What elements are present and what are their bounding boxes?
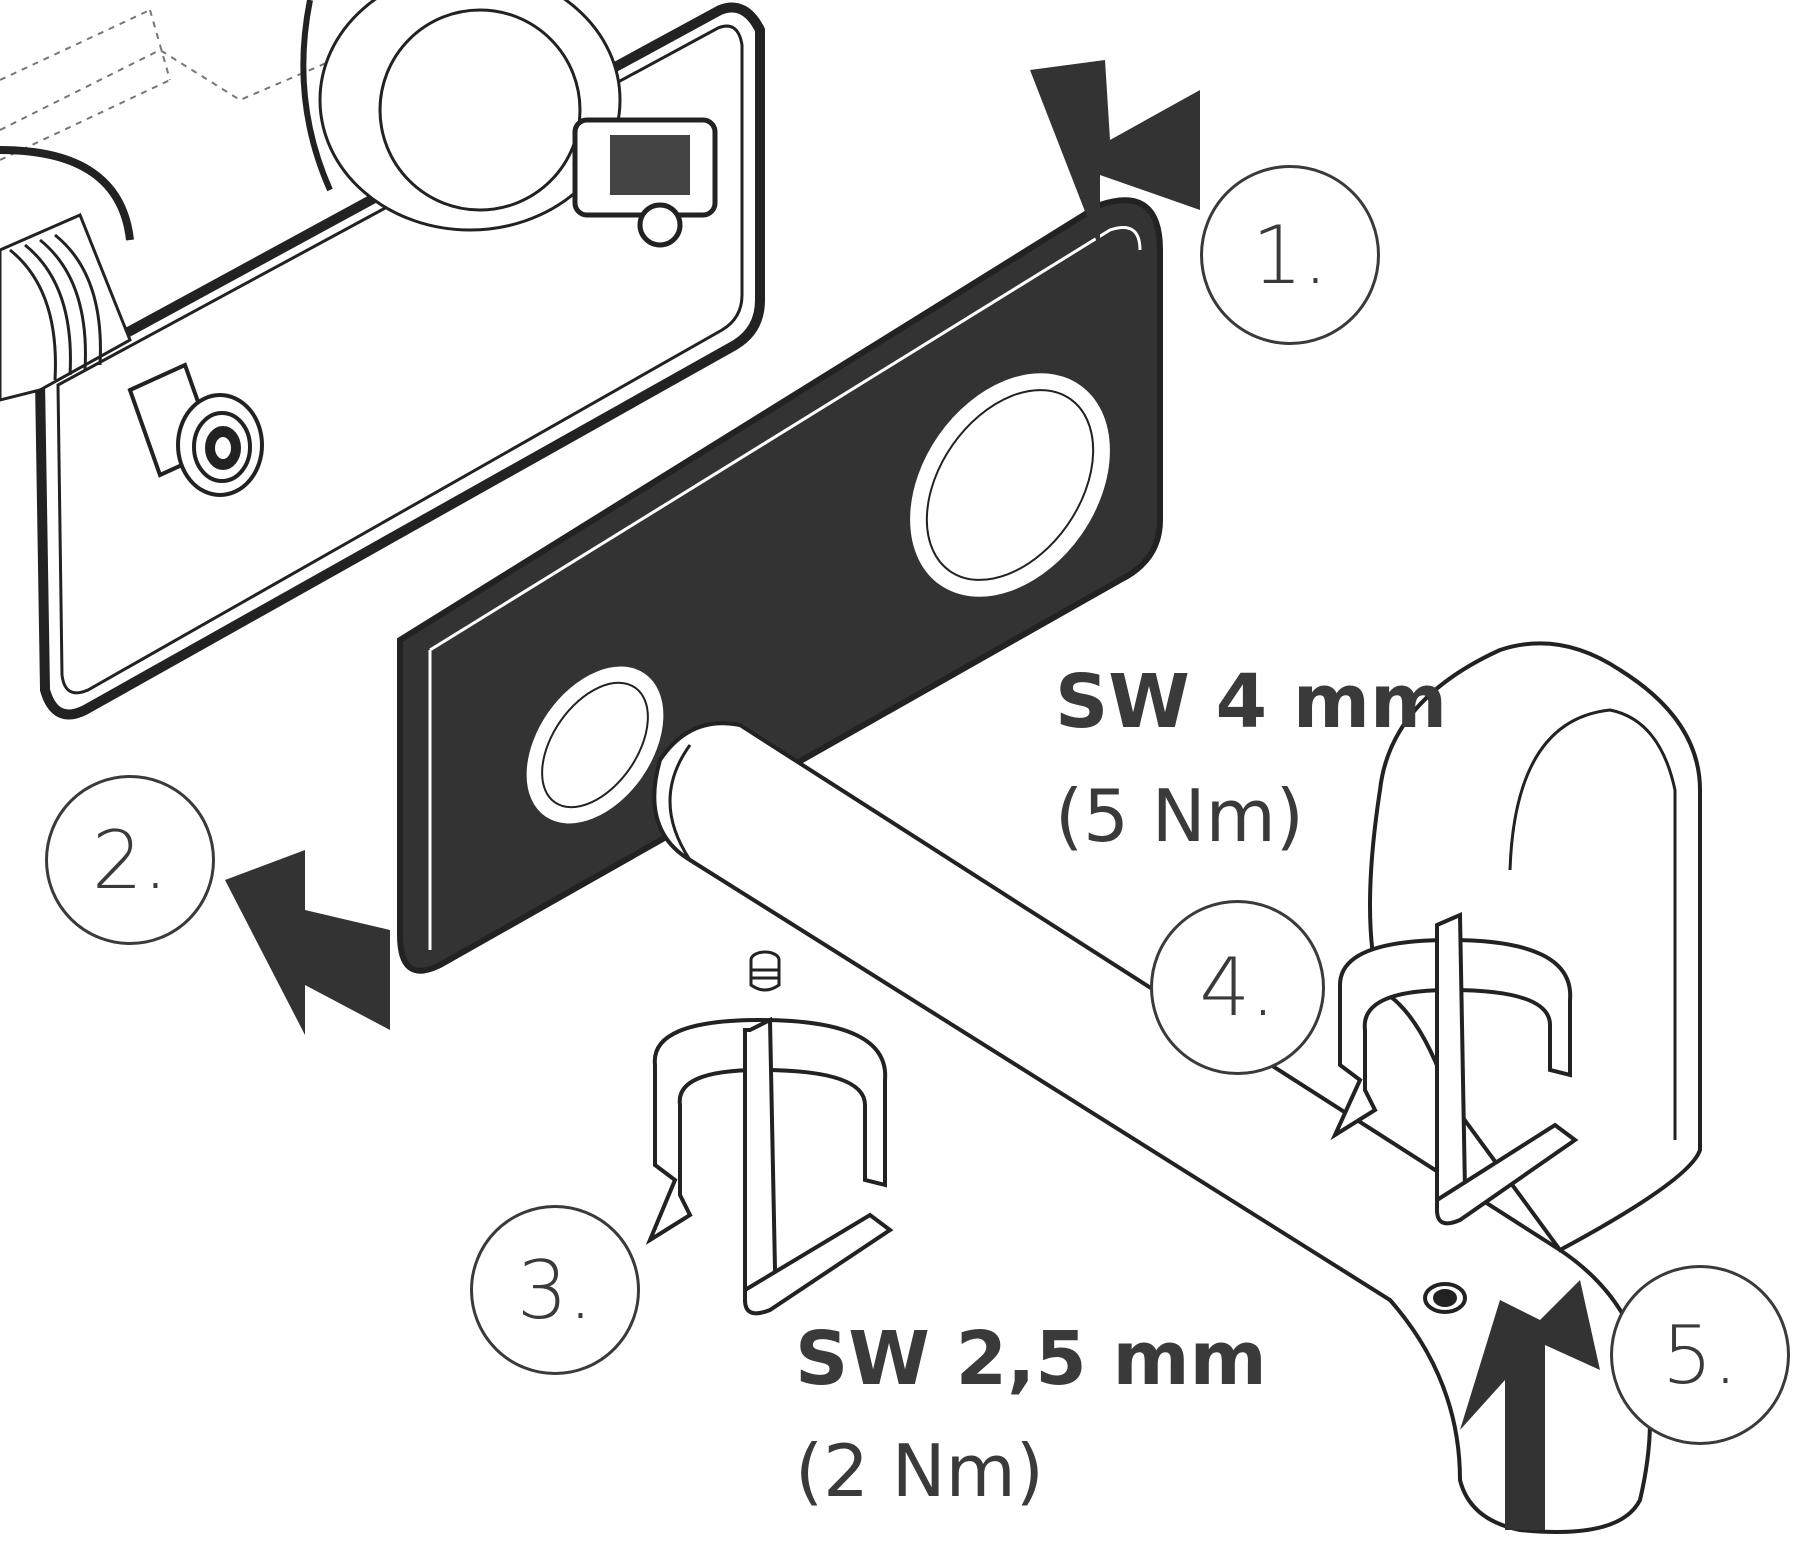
step-2-badge: 2. bbox=[45, 775, 215, 945]
step-3-label: 3. bbox=[516, 1243, 594, 1337]
cartridge-icon bbox=[572, 117, 718, 248]
step-1-badge: 1. bbox=[1200, 165, 1380, 345]
grub-screw-icon bbox=[749, 950, 781, 992]
valve-body bbox=[300, 0, 622, 232]
step-5-badge: 5. bbox=[1610, 1265, 1790, 1445]
step-2-label: 2. bbox=[91, 813, 169, 907]
cover-plate bbox=[397, 197, 1163, 974]
connector-nipple bbox=[127, 362, 264, 497]
step-4-badge: 4. bbox=[1150, 900, 1325, 1075]
step-5-label: 5. bbox=[1661, 1308, 1739, 1402]
threaded-pipe bbox=[0, 146, 134, 402]
arrow-up-left-icon bbox=[1030, 60, 1200, 250]
step-3-badge: 3. bbox=[470, 1205, 640, 1375]
step-4-label: 4. bbox=[1199, 941, 1276, 1034]
hex-key-2-5mm-label: SW 2,5 mm bbox=[795, 1316, 1267, 1402]
wall-body-outline bbox=[0, 9, 381, 161]
hex-key-right-icon bbox=[1330, 911, 1579, 1226]
torque-5nm-label: (5 Nm) bbox=[1055, 774, 1304, 858]
arrow-down-left-icon bbox=[225, 850, 390, 1035]
torque-2nm-label: (2 Nm) bbox=[795, 1429, 1044, 1513]
hex-key-4mm-label: SW 4 mm bbox=[1055, 659, 1448, 745]
step-1-label: 1. bbox=[1251, 208, 1329, 302]
arrow-up-icon bbox=[1460, 1280, 1600, 1530]
hex-key-left-icon bbox=[645, 1016, 894, 1316]
